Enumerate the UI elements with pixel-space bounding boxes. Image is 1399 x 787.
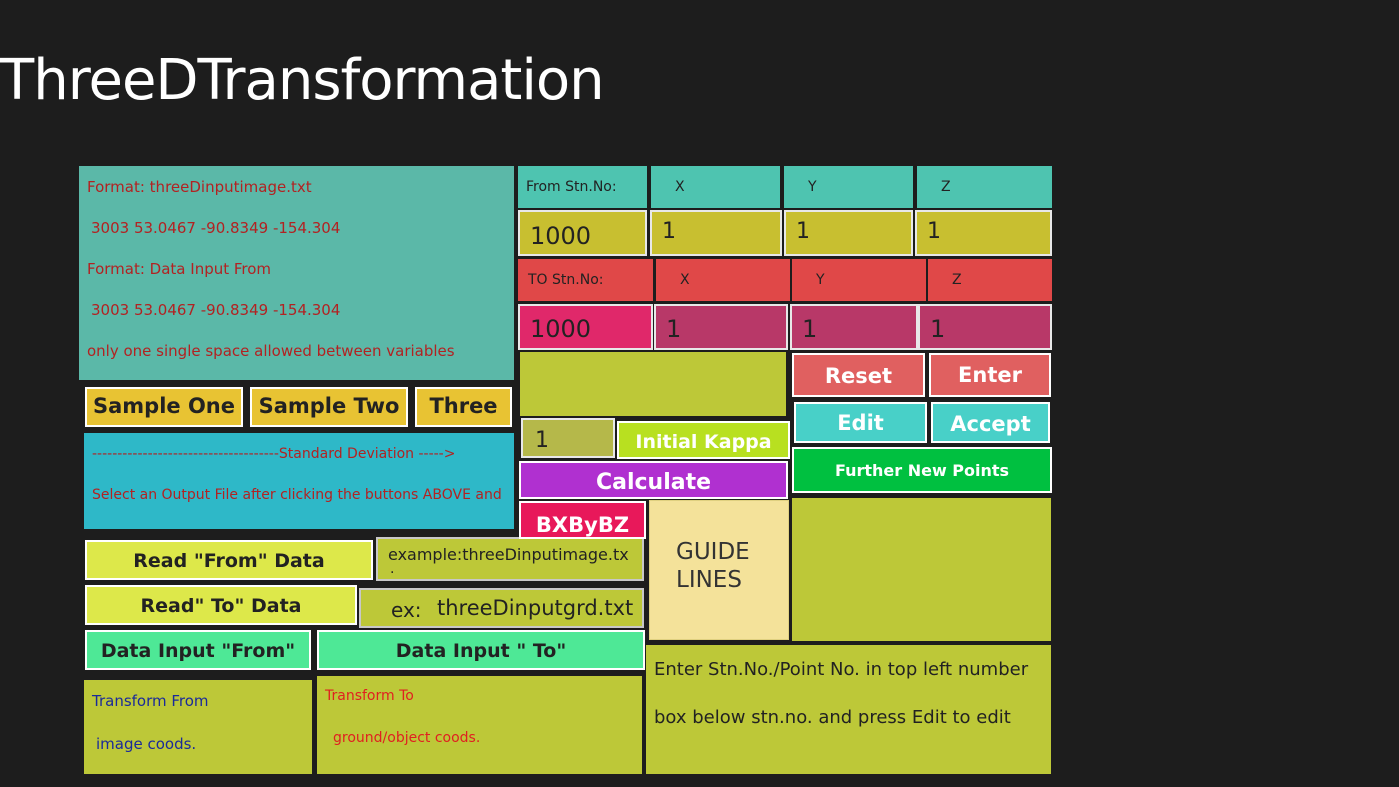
from-y-input[interactable]: 1	[784, 210, 913, 256]
read-from-data-button[interactable]: Read "From" Data	[85, 540, 373, 580]
to-z-input[interactable]: 1	[918, 304, 1052, 350]
from-x-header-label: X	[675, 179, 685, 195]
sample-one-button[interactable]: Sample One	[85, 387, 243, 427]
to-y-header-label: Y	[816, 272, 825, 288]
to-z-header-label: Z	[952, 272, 962, 288]
std-deviation-line: -------------------------------------Sta…	[92, 446, 456, 462]
to-stn-input[interactable]: 1000	[518, 304, 653, 350]
to-x-header-label: X	[680, 272, 690, 288]
output-display-area	[792, 498, 1051, 641]
to-stn-header-label: TO Stn.No:	[528, 272, 604, 288]
to-file-example-prefix: ex:	[391, 598, 422, 622]
to-file-example: ex: threeDinputgrd.txt	[359, 588, 644, 628]
from-stn-header-label: From Stn.No:	[526, 179, 617, 195]
to-y-header: Y	[792, 259, 926, 301]
from-y-header-label: Y	[808, 179, 817, 195]
from-file-example: example:threeDinputimage.tx .	[376, 537, 644, 581]
app-title: ThreeDTransformation	[0, 48, 605, 113]
format-line-2: 3003 53.0467 -90.8349 -154.304	[91, 219, 341, 237]
transform-to-line-1: Transform To	[325, 688, 414, 704]
result-display-area	[520, 352, 786, 416]
from-z-header-label: Z	[941, 179, 951, 195]
read-to-data-button[interactable]: Read" To" Data	[85, 585, 357, 625]
from-z-input[interactable]: 1	[915, 210, 1052, 256]
edit-button[interactable]: Edit	[794, 402, 927, 443]
data-input-to-button[interactable]: Data Input " To"	[317, 630, 645, 670]
further-new-points-button[interactable]: Further New Points	[792, 447, 1052, 493]
instructions-panel: Enter Stn.No./Point No. in top left numb…	[646, 645, 1051, 774]
sample-three-button[interactable]: Three	[415, 387, 512, 427]
format-info-panel: Format: threeDinputimage.txt 3003 53.046…	[79, 166, 514, 380]
guide-lines-line-2: LINES	[676, 567, 742, 593]
initial-kappa-button[interactable]: Initial Kappa	[617, 421, 790, 459]
to-y-input[interactable]: 1	[790, 304, 918, 350]
transform-from-line-1: Transform From	[92, 692, 209, 710]
transform-from-line-2: image coods.	[96, 735, 197, 753]
from-y-header: Y	[784, 166, 913, 208]
format-line-1: Format: threeDinputimage.txt	[87, 178, 312, 196]
format-line-4: 3003 53.0467 -90.8349 -154.304	[91, 301, 341, 319]
reset-button[interactable]: Reset	[792, 353, 925, 397]
to-stn-header: TO Stn.No:	[518, 259, 653, 301]
transform-to-panel: Transform To ground/object coods.	[317, 676, 642, 774]
from-stn-input[interactable]: 1000	[518, 210, 647, 256]
output-file-hint: Select an Output File after clicking the…	[92, 487, 502, 503]
format-line-3: Format: Data Input From	[87, 260, 272, 278]
to-file-example-name: threeDinputgrd.txt	[437, 596, 634, 620]
to-z-header: Z	[928, 259, 1052, 301]
calculate-button[interactable]: Calculate	[519, 461, 788, 499]
std-deviation-panel: -------------------------------------Sta…	[84, 433, 514, 529]
bxbybz-button[interactable]: BXByBZ	[519, 501, 646, 539]
from-z-header: Z	[917, 166, 1052, 208]
from-file-example-dot: .	[390, 561, 395, 577]
accept-button[interactable]: Accept	[931, 402, 1050, 443]
to-x-header: X	[656, 259, 790, 301]
from-x-header: X	[651, 166, 780, 208]
from-x-input[interactable]: 1	[650, 210, 782, 256]
instructions-line-2: box below stn.no. and press Edit to edit	[654, 707, 1011, 728]
data-input-from-button[interactable]: Data Input "From"	[85, 630, 311, 670]
enter-button[interactable]: Enter	[929, 353, 1051, 397]
sample-two-button[interactable]: Sample Two	[250, 387, 408, 427]
guide-lines-line-1: GUIDE	[676, 539, 750, 565]
from-stn-header: From Stn.No:	[518, 166, 647, 208]
kappa-input[interactable]: 1	[521, 418, 615, 458]
transform-from-panel: Transform From image coods.	[84, 680, 312, 774]
transform-to-line-2: ground/object coods.	[333, 730, 481, 746]
from-file-example-text: example:threeDinputimage.tx	[388, 545, 629, 564]
to-x-input[interactable]: 1	[654, 304, 788, 350]
format-line-5: only one single space allowed between va…	[87, 342, 455, 360]
instructions-line-1: Enter Stn.No./Point No. in top left numb…	[654, 659, 1029, 680]
guide-lines-button[interactable]: GUIDE LINES	[649, 500, 789, 640]
